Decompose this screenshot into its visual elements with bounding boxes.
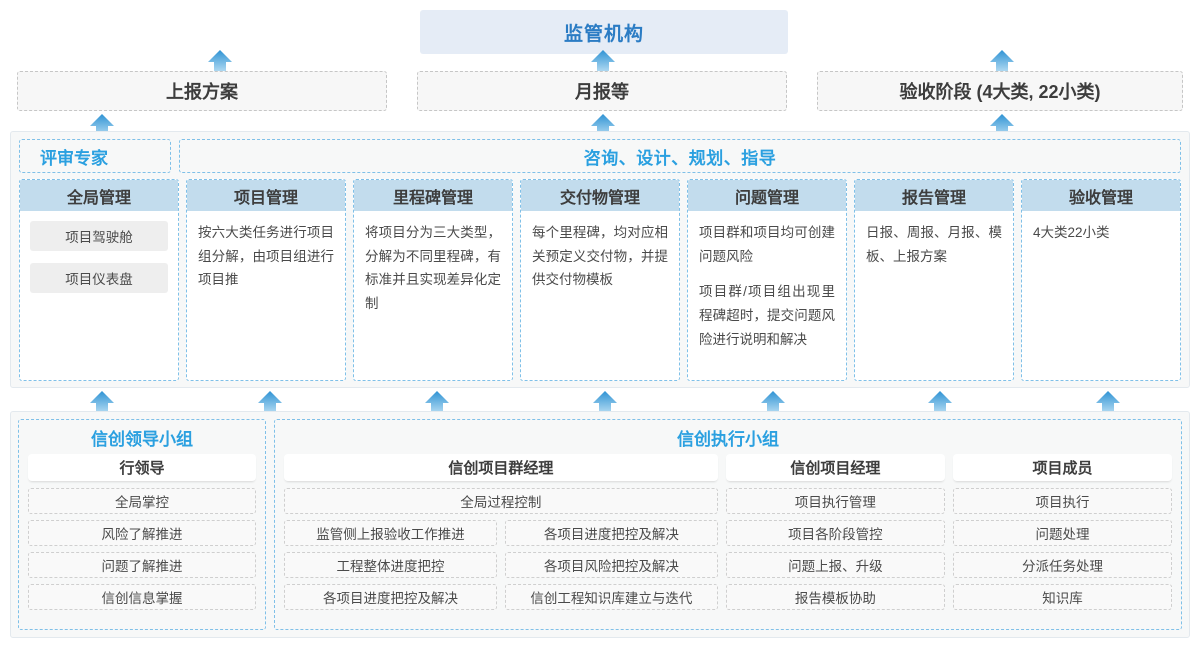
card-title: 交付物管理: [521, 180, 679, 211]
report-box-monthly: 月报等: [417, 71, 787, 111]
card-body: 4大类22小类: [1022, 211, 1180, 251]
card-title: 报告管理: [855, 180, 1013, 211]
management-card-row: 全局管理项目驾驶舱项目仪表盘项目管理按六大类任务进行项目组分解，由项目组进行项目…: [19, 179, 1181, 381]
role-title-project-manager: 信创项目经理: [725, 454, 945, 481]
report-label: 上报方案: [166, 82, 238, 102]
task-item[interactable]: 监管侧上报验收工作推进: [284, 520, 497, 546]
task-item[interactable]: 项目各阶段管控: [725, 520, 945, 546]
up-arrow-icon: [989, 49, 1015, 75]
task-item[interactable]: 全局过程控制: [284, 488, 718, 514]
band-label: 评审专家: [40, 148, 108, 168]
card-body: 按六大类任务进行项目组分解，由项目组进行项目推: [187, 211, 345, 298]
column-program-manager: 信创项目群经理 全局过程控制监管侧上报验收工作推进各项目进度把控及解决工程整体进…: [284, 454, 718, 620]
task-item[interactable]: 问题处理: [952, 520, 1172, 546]
management-card: 项目管理按六大类任务进行项目组分解，由项目组进行项目推: [186, 179, 346, 381]
card-pill[interactable]: 项目仪表盘: [30, 263, 168, 293]
management-card: 里程碑管理将项目分为三大类型，分解为不同里程碑，有标准并且实现差异化定制: [353, 179, 513, 381]
task-item[interactable]: 工程整体进度把控: [284, 552, 497, 578]
up-arrow-icon: [592, 390, 618, 416]
management-card: 验收管理 4大类22小类: [1021, 179, 1181, 381]
task-list: 项目执行问题处理分派任务处理知识库: [952, 488, 1172, 610]
card-pill-list: 项目驾驶舱项目仪表盘: [20, 211, 178, 305]
card-body: 项目群和项目均可创建问题风险项目群/项目组出现里程碑超时，提交问题风险进行说明和…: [688, 211, 846, 357]
middle-section: 评审专家 咨询、设计、规划、指导 全局管理项目驾驶舱项目仪表盘项目管理按六大类任…: [10, 131, 1190, 388]
card-paragraph: 4大类22小类: [1033, 225, 1110, 240]
card-paragraph: 项目群/项目组出现里程碑超时，提交问题风险进行说明和解决: [699, 284, 835, 347]
task-item[interactable]: 知识库: [952, 584, 1172, 610]
task-grid: 全局过程控制监管侧上报验收工作推进各项目进度把控及解决工程整体进度把控各项目风险…: [284, 488, 718, 616]
card-pill[interactable]: 项目驾驶舱: [30, 221, 168, 251]
card-title: 里程碑管理: [354, 180, 512, 211]
up-arrow-icon: [424, 390, 450, 416]
up-arrow-icon: [89, 390, 115, 416]
card-body: 每个里程碑，均对应相关预定义交付物，并提供交付物模板: [521, 211, 679, 298]
execution-columns: 信创项目群经理 全局过程控制监管侧上报验收工作推进各项目进度把控及解决工程整体进…: [284, 454, 1172, 620]
group-title: 信创领导小组: [91, 430, 193, 449]
management-card: 交付物管理每个里程碑，均对应相关预定义交付物，并提供交付物模板: [520, 179, 680, 381]
task-item[interactable]: 各项目进度把控及解决: [284, 584, 497, 610]
task-item[interactable]: 问题了解推进: [28, 552, 256, 578]
card-title: 项目管理: [187, 180, 345, 211]
card-title: 全局管理: [20, 180, 178, 211]
band-advisory: 咨询、设计、规划、指导: [179, 139, 1181, 173]
card-paragraph: 按六大类任务进行项目组分解，由项目组进行项目推: [198, 225, 334, 288]
task-item[interactable]: 分派任务处理: [952, 552, 1172, 578]
card-title: 问题管理: [688, 180, 846, 211]
role-title-program-manager: 信创项目群经理: [284, 454, 718, 481]
management-card: 全局管理项目驾驶舱项目仪表盘: [19, 179, 179, 381]
task-item[interactable]: 报告模板协助: [725, 584, 945, 610]
card-paragraph: 日报、周报、月报、模板、上报方案: [866, 225, 1002, 264]
task-item[interactable]: 信创工程知识库建立与迭代: [504, 584, 718, 610]
report-box-plan: 上报方案: [17, 71, 387, 111]
middle-band-row: 评审专家 咨询、设计、规划、指导: [19, 139, 1181, 173]
role-title-project-member: 项目成员: [952, 454, 1172, 481]
task-item[interactable]: 各项目风险把控及解决: [504, 552, 718, 578]
task-item[interactable]: 风险了解推进: [28, 520, 256, 546]
task-item[interactable]: 项目执行管理: [725, 488, 945, 514]
up-arrow-icon: [257, 390, 283, 416]
task-list: 全局掌控风险了解推进问题了解推进信创信息掌握: [28, 488, 256, 610]
card-paragraph: 每个里程碑，均对应相关预定义交付物，并提供交付物模板: [532, 225, 668, 288]
role-title-bank-leader: 行领导: [28, 454, 256, 481]
group-execution: 信创执行小组 信创项目群经理 全局过程控制监管侧上报验收工作推进各项目进度把控及…: [274, 419, 1182, 630]
regulator-box: 监管机构: [420, 10, 788, 54]
column-project-manager: 信创项目经理 项目执行管理项目各阶段管控问题上报、升级报告模板协助: [725, 454, 945, 620]
task-item[interactable]: 项目执行: [952, 488, 1172, 514]
bottom-section: 信创领导小组 行领导 全局掌控风险了解推进问题了解推进信创信息掌握 信创执行小组…: [10, 411, 1190, 638]
group-title: 信创执行小组: [677, 430, 779, 449]
band-review-experts: 评审专家: [19, 139, 171, 173]
up-arrow-icon: [927, 390, 953, 416]
card-paragraph: 项目群和项目均可创建问题风险: [699, 225, 835, 264]
report-box-acceptance: 验收阶段 (4大类, 22小类): [817, 71, 1183, 111]
up-arrow-icon: [207, 49, 233, 75]
regulator-label: 监管机构: [563, 23, 644, 45]
task-item[interactable]: 各项目进度把控及解决: [504, 520, 718, 546]
group-leadership: 信创领导小组 行领导 全局掌控风险了解推进问题了解推进信创信息掌握: [18, 419, 266, 630]
card-body: 将项目分为三大类型，分解为不同里程碑，有标准并且实现差异化定制: [354, 211, 512, 322]
up-arrow-icon: [760, 390, 786, 416]
report-label: 月报等: [575, 82, 629, 102]
up-arrow-icon: [1095, 390, 1121, 416]
report-label: 验收阶段 (4大类, 22小类): [899, 82, 1101, 102]
card-title: 验收管理: [1022, 180, 1180, 211]
management-card: 报告管理日报、周报、月报、模板、上报方案: [854, 179, 1014, 381]
band-label: 咨询、设计、规划、指导: [583, 148, 777, 168]
card-paragraph: 将项目分为三大类型，分解为不同里程碑，有标准并且实现差异化定制: [365, 225, 501, 311]
up-arrow-icon: [590, 49, 616, 75]
task-item[interactable]: 全局掌控: [28, 488, 256, 514]
task-item[interactable]: 信创信息掌握: [28, 584, 256, 610]
task-item[interactable]: 问题上报、升级: [725, 552, 945, 578]
task-list: 项目执行管理项目各阶段管控问题上报、升级报告模板协助: [725, 488, 945, 610]
column-project-member: 项目成员 项目执行问题处理分派任务处理知识库: [952, 454, 1172, 620]
management-card: 问题管理项目群和项目均可创建问题风险项目群/项目组出现里程碑超时，提交问题风险进…: [687, 179, 847, 381]
card-body: 日报、周报、月报、模板、上报方案: [855, 211, 1013, 274]
